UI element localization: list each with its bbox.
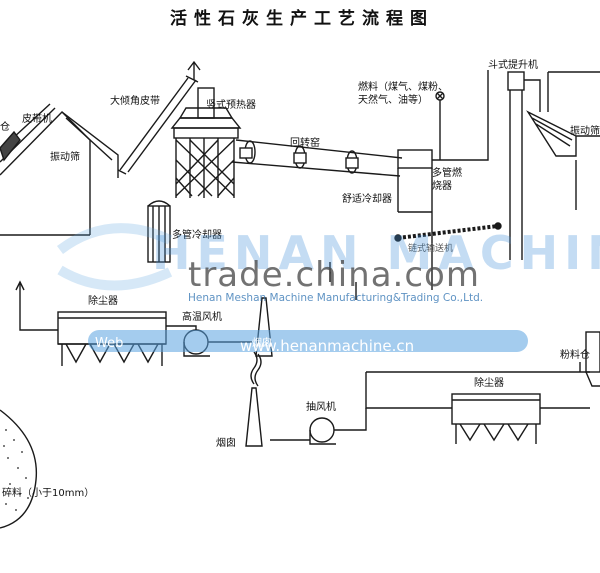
- high-temp-fan-label: 高温风机: [182, 312, 222, 323]
- vibrating-screen-left-shape: [0, 103, 119, 236]
- watermark-trade: trade.china.com: [188, 255, 480, 295]
- dust-collector-right-shape: [451, 393, 541, 444]
- left-duct-shape: [15, 280, 58, 331]
- watermark-url: www.henanmachine.cn: [240, 337, 415, 355]
- rotary-kiln-shape: [231, 139, 403, 177]
- watermark-band: [56, 223, 528, 352]
- multi-burner-label-line2: 烧器: [432, 181, 452, 192]
- left-hopper-shape: [0, 130, 21, 162]
- belt-conveyor-label: 皮带机: [22, 114, 52, 125]
- exhaust-fan-shape: [270, 408, 367, 445]
- bucket-elevator-label: 斗式提升机: [488, 60, 538, 71]
- powder-silo-label: 粉料仓: [560, 350, 590, 361]
- fuel-label-line2: 天然气、油等）: [358, 95, 428, 106]
- dust-collector-right-label: 除尘器: [474, 378, 504, 389]
- watermark-company: Henan Meshan Machine Manufacturing&Tradi…: [188, 292, 484, 304]
- chimney-bottom-label: 烟囱: [216, 438, 236, 449]
- incline-belt-shape: [117, 60, 201, 175]
- multi-tube-cooler-shape: [147, 200, 171, 263]
- vibrating-screen-left-label: 振动筛: [50, 152, 80, 163]
- edge-label-left: 仓: [0, 122, 10, 133]
- large-incline-belt-label: 大倾角皮带: [110, 96, 160, 107]
- bucket-elevator-shape: [507, 71, 541, 260]
- crushed-material-label: 碎料（小于10mm）: [2, 488, 95, 499]
- chimney-left-label: 烟囱: [252, 338, 272, 349]
- crushed-material-pile-shape: [0, 409, 38, 529]
- burner-cooler-shape: [397, 70, 489, 213]
- pile-stipple: [3, 429, 29, 511]
- dust-collector-left-label: 除尘器: [88, 296, 118, 307]
- vibrating-screen-right-shape: [526, 71, 600, 210]
- fuel-label-line1: 燃料（煤气、煤粉、: [358, 82, 448, 93]
- shaft-preheater-label: 竖式预热器: [206, 100, 256, 111]
- chimney-bottom-shape: [245, 351, 263, 447]
- chain-conveyor-shape: [394, 222, 502, 242]
- exhaust-fan-label: 抽风机: [306, 402, 336, 413]
- powder-silo-shape: [585, 331, 600, 387]
- vibrating-screen-right-label: 振动筛: [570, 126, 600, 137]
- watermark-web: Web: [95, 336, 124, 351]
- rotary-kiln-label: 回转窑: [290, 138, 320, 149]
- preheater-tower-shape: [170, 87, 242, 198]
- multi-tube-cooler-label: 多管冷却器: [172, 230, 222, 241]
- chimney-left-shape: [255, 297, 273, 357]
- watermark-logo: HENAN MACHINE: [152, 226, 600, 280]
- right-duct-shape: [365, 212, 590, 409]
- cooler-label: 舒适冷却器: [342, 194, 392, 205]
- chain-conveyor-label: 链式输送机: [408, 244, 454, 254]
- multi-burner-label-line1: 多管燃: [432, 168, 462, 179]
- page-title: 活性石灰生产工艺流程图: [170, 9, 434, 29]
